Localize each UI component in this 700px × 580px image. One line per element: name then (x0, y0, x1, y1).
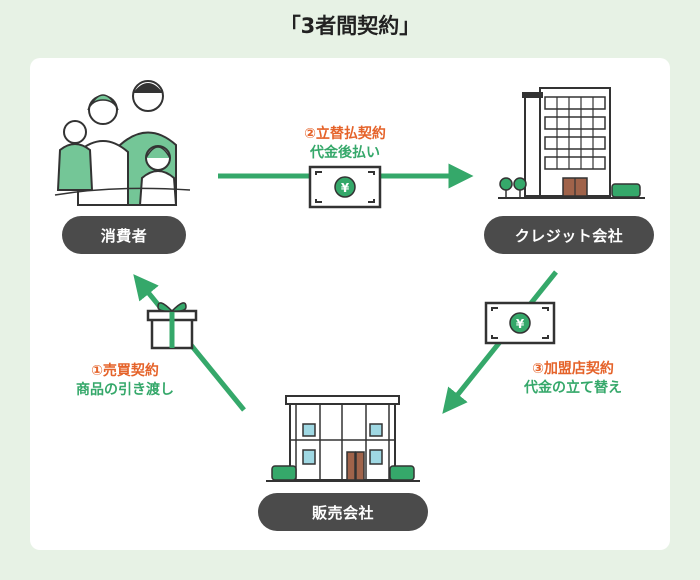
diagram-title: 「3者間契約」 (279, 14, 421, 38)
contract-1-desc: 商品の引き渡し (76, 382, 174, 398)
money-icon: ¥ (308, 165, 382, 209)
shop-building-icon (266, 395, 420, 482)
money-icon: ¥ (484, 301, 556, 345)
contract-2-desc: 代金後払い (310, 145, 380, 161)
node-consumer: 消費者 (62, 216, 186, 254)
svg-text:¥: ¥ (341, 181, 350, 195)
office-building-icon (498, 87, 645, 199)
contract-2-title: ②立替払契約 (304, 126, 386, 142)
gift-icon (146, 302, 198, 350)
contract-3-title: ③加盟店契約 (532, 361, 614, 377)
label-contract-2: ②立替払契約 代金後払い (275, 125, 415, 163)
node-credit-company: クレジット会社 (484, 216, 654, 254)
family-icon (54, 80, 191, 206)
node-seller: 販売会社 (258, 493, 428, 531)
label-contract-3: ③加盟店契約 代金の立て替え (498, 360, 648, 398)
label-contract-1: ①売買契約 商品の引き渡し (40, 362, 210, 400)
contract-1-title: ①売買契約 (91, 363, 159, 379)
contract-3-desc: 代金の立て替え (524, 380, 622, 396)
svg-text:¥: ¥ (516, 317, 525, 331)
